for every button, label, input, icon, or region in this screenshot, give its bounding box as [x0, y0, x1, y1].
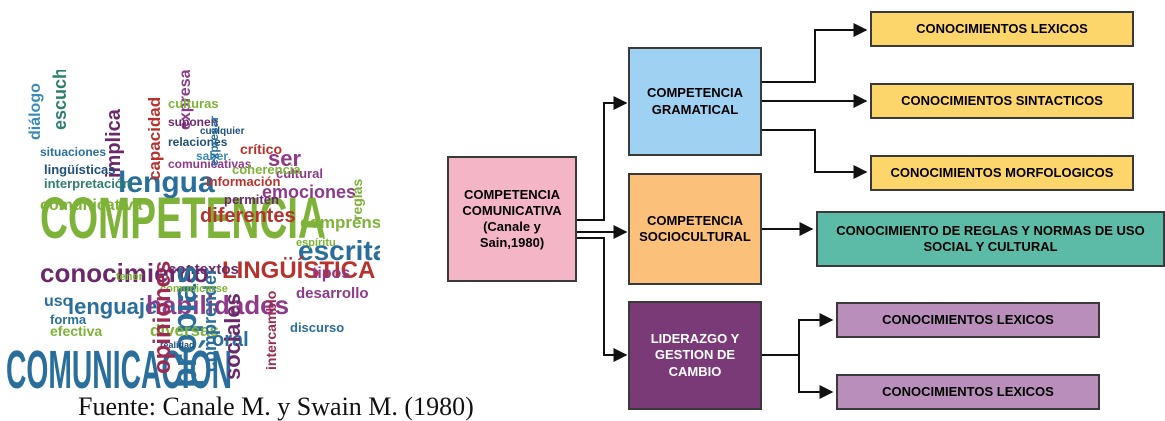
word-cloud-word: culturas — [168, 96, 219, 111]
node-competencia-gramatical-label: COMPETENCIA GRAMATICAL — [646, 85, 744, 117]
word-cloud-word: efectiva — [50, 323, 102, 339]
word-cloud-word: oral — [212, 329, 249, 351]
word-cloud-word: comunicativas — [168, 157, 252, 171]
word-cloud-word: cultural — [276, 166, 323, 181]
arrow-gram-leaf3 — [762, 129, 868, 179]
word-cloud-word: contextos — [168, 261, 239, 278]
source-caption: Fuente: Canale M. y Swain M. (1980) — [78, 392, 474, 421]
word-cloud-word: emociones — [262, 182, 356, 202]
leaf-liderazgo-lexicos-1: CONOCIMIENTOS LEXICOS — [836, 302, 1100, 338]
word-cloud-word: discurso — [290, 320, 344, 335]
arrow-lid-leaf2 — [798, 355, 834, 399]
word-cloud-word: capacidad — [145, 97, 164, 180]
word-cloud-word: comunicativa — [40, 197, 142, 214]
word-cloud-word: expresar — [207, 116, 221, 166]
word-cloud-word: diálogo — [27, 83, 44, 140]
arrow-root-liderazgo — [577, 237, 628, 362]
word-cloud-word: uso — [44, 293, 73, 310]
diagram-connectors — [577, 23, 868, 399]
word-cloud-word: crítico — [240, 141, 282, 157]
word-cloud-word: LINGÜÍSTICA — [222, 256, 375, 284]
word-cloud-word: cualquier — [200, 126, 245, 137]
word-cloud-word: opiniones — [149, 261, 176, 374]
word-cloud-word: interpretación — [44, 176, 131, 191]
word-cloud-word: propias — [166, 265, 204, 388]
word-cloud-word: COMUNICACIÓN — [6, 340, 232, 400]
word-cloud-word: realidad — [160, 340, 195, 350]
leaf-conocimientos-sintacticos-label: CONOCIMIENTOS SINTACTICOS — [901, 92, 1103, 108]
node-competencia-comunicativa: COMPETENCIA COMUNICATIVA (Canale y Sain,… — [447, 156, 577, 282]
word-cloud-word: expresar — [177, 70, 194, 130]
word-cloud-word: sociales — [220, 293, 245, 380]
word-cloud-word: escuchar — [50, 70, 70, 130]
node-liderazgo-label: LIDERAZGO Y GESTION DE CAMBIO — [650, 331, 740, 379]
word-cloud-word: reglas — [349, 179, 365, 220]
node-competencia-gramatical: COMPETENCIA GRAMATICAL — [628, 47, 762, 156]
leaf-conocimientos-morfologicos-label: CONOCIMIENTOS MORFOLOGICOS — [890, 164, 1114, 180]
word-cloud-word: saber — [196, 149, 228, 163]
leaf-conocimientos-lexicos-label: CONOCIMIENTOS LEXICOS — [916, 20, 1088, 36]
word-cloud-word: intercambio — [263, 291, 279, 370]
word-cloud-word: situaciones — [40, 145, 106, 159]
word-cloud-word: espíritu — [296, 237, 336, 249]
word-cloud-word: coherencia — [232, 162, 301, 177]
word-cloud-word: implica — [103, 108, 125, 178]
word-cloud-word: COMPETENCIA — [40, 186, 326, 251]
node-liderazgo: LIDERAZGO Y GESTION DE CAMBIO — [628, 301, 762, 410]
word-cloud-word: comprensión — [300, 213, 380, 232]
word-cloud-word: lenguaje — [68, 294, 157, 319]
word-cloud-word: lengua — [118, 166, 215, 199]
leaf-reglas-normas: CONOCIMIENTO DE REGLAS Y NORMAS DE USO S… — [816, 211, 1165, 267]
leaf-liderazgo-lexicos-2-label: CONOCIMIENTOS LEXICOS — [882, 383, 1054, 399]
word-cloud-word: tener — [116, 271, 144, 283]
word-cloud-word: escrita — [298, 235, 380, 266]
node-competencia-sociocultural-label: COMPETENCIA SOCIOCULTURAL — [639, 212, 751, 244]
node-competencia-comunicativa-label: COMPETENCIA COMUNICATIVA (Canale y Sain,… — [462, 186, 562, 251]
leaf-conocimientos-lexicos: CONOCIMIENTOS LEXICOS — [870, 11, 1134, 47]
word-cloud-word: forma — [50, 312, 87, 327]
word-cloud-word: diferentes — [200, 205, 296, 227]
leaf-liderazgo-lexicos-2: CONOCIMIENTOS LEXICOS — [836, 374, 1100, 410]
word-cloud-word: información — [206, 174, 280, 189]
word-cloud-word: relaciones — [168, 135, 228, 149]
word-cloud-word: permiten — [224, 192, 279, 207]
word-cloud-word: habilidades — [146, 290, 289, 320]
word-cloud-word: diversas — [150, 321, 219, 340]
word-cloud-word: tipos — [312, 265, 350, 282]
arrow-root-gramatical — [577, 96, 628, 221]
word-cloud-image: COMPETENCIA COMUNICACIÓN lengua conocimient… — [6, 70, 380, 400]
arrow-lid-leaf1 — [762, 313, 834, 356]
node-competencia-sociocultural: COMPETENCIA SOCIOCULTURAL — [628, 173, 762, 285]
word-cloud-word: lingüísticas — [44, 162, 116, 177]
leaf-reglas-normas-label: CONOCIMIENTO DE REGLAS Y NORMAS DE USO S… — [836, 222, 1145, 254]
word-cloud-word: comprender — [200, 268, 220, 372]
leaf-liderazgo-lexicos-1-label: CONOCIMIENTOS LEXICOS — [882, 311, 1054, 327]
word-cloud-word: desarrollo — [296, 285, 369, 302]
leaf-conocimientos-morfologicos: CONOCIMIENTOS MORFOLOGICOS — [870, 155, 1134, 191]
word-cloud-word: comunicarse — [160, 283, 228, 295]
word-cloud-word: ser — [268, 146, 301, 171]
word-cloud-word: conocimiento — [40, 258, 209, 288]
arrow-gram-leaf1 — [762, 23, 868, 83]
leaf-conocimientos-sintacticos: CONOCIMIENTOS SINTACTICOS — [870, 83, 1134, 119]
word-cloud-word: suponen — [168, 115, 218, 129]
